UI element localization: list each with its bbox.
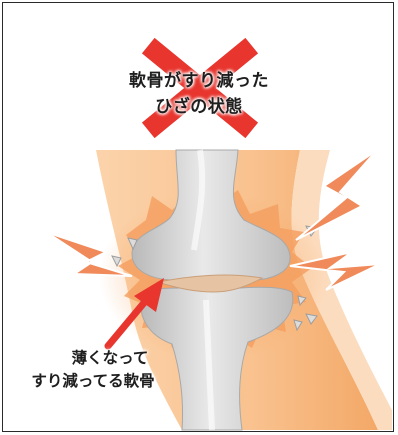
callout-line-1: 薄くなって xyxy=(25,347,195,370)
title-line-2: ひざの状態 xyxy=(0,92,398,117)
callout-line-2: すり減ってる軟骨 xyxy=(8,370,178,393)
title-line-1: 軟骨がすり減った xyxy=(0,66,398,91)
